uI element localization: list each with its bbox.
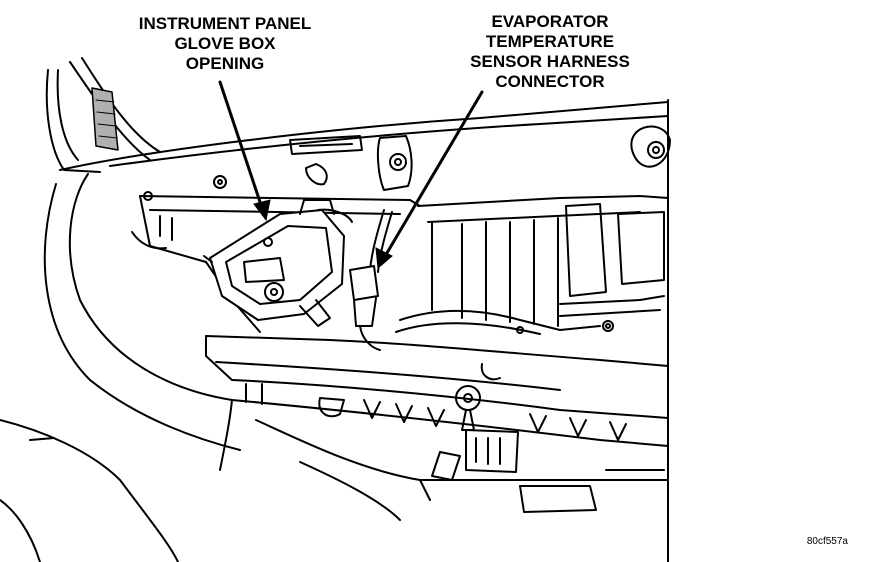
dash-side-panel bbox=[0, 173, 241, 562]
instrument-panel-top bbox=[59, 99, 669, 562]
blend-door-actuator bbox=[203, 199, 353, 327]
lower-fasteners bbox=[318, 385, 665, 513]
a-pillar-trim bbox=[45, 57, 161, 173]
leader-arrows bbox=[218, 80, 484, 260]
hvac-housing bbox=[395, 195, 669, 335]
callout-sensor-harness-connector: EVAPORATOR TEMPERATURE SENSOR HARNESS CO… bbox=[440, 12, 660, 92]
callout-line: OPENING bbox=[185, 54, 265, 73]
glovebox-leader-arrow bbox=[218, 80, 264, 210]
sensor-arrowhead bbox=[375, 247, 393, 270]
callout-line: EVAPORATOR bbox=[491, 12, 609, 31]
callout-line: GLOVE BOX bbox=[174, 34, 276, 53]
callout-glove-box-opening: INSTRUMENT PANEL GLOVE BOX OPENING bbox=[110, 14, 340, 74]
callout-line: INSTRUMENT PANEL bbox=[138, 14, 312, 33]
callout-line: TEMPERATURE bbox=[485, 32, 615, 51]
glovebox-arrowhead bbox=[253, 199, 271, 222]
mounting-bracket bbox=[213, 135, 413, 191]
callout-line: SENSOR HARNESS bbox=[470, 52, 630, 71]
figure-code: 80cf557a bbox=[806, 536, 848, 547]
sensor-harness-connector bbox=[349, 209, 393, 351]
callout-line: CONNECTOR bbox=[495, 72, 605, 91]
right-mounting-boss bbox=[630, 125, 671, 168]
lower-dash-structure bbox=[205, 335, 669, 521]
sensor-leader-arrow bbox=[382, 90, 484, 260]
